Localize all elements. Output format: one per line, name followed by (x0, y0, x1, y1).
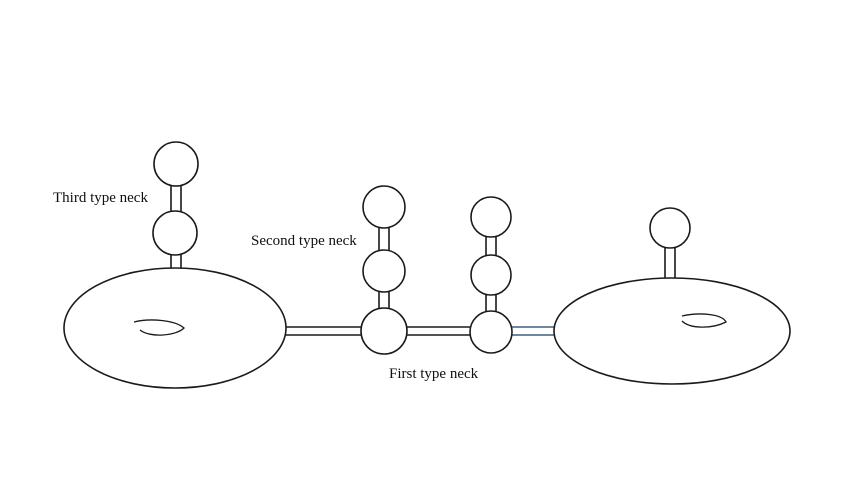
right-body-ellipse (553, 277, 791, 385)
bead-b-on-connector (469, 310, 513, 354)
left-body-nucleus (133, 319, 185, 336)
left-body-ellipse (63, 267, 287, 389)
label-third-type-neck: Third type neck (53, 190, 148, 206)
horizontal-connector-right (512, 326, 558, 336)
third-type-neck-bottom-bead (152, 210, 198, 256)
label-second-type-neck: Second type neck (251, 233, 357, 249)
horizontal-connector-middle (404, 326, 472, 336)
right-body-stalk (664, 246, 676, 278)
bead-a-on-connector (360, 307, 408, 355)
label-first-type-neck: First type neck (389, 366, 479, 382)
third-type-neck-top-bead (153, 141, 199, 187)
second-type-neck-top-bead (362, 185, 406, 229)
bead-column-b-middle-bead (470, 254, 512, 296)
bead-column-b-upper-stalk (485, 234, 497, 258)
horizontal-connector-left (284, 326, 364, 336)
third-type-neck-upper-stalk (170, 182, 182, 214)
right-body-nucleus (681, 313, 727, 328)
second-type-neck-middle-bead (362, 249, 406, 293)
right-body-top-bead (649, 207, 691, 249)
bead-column-b-top-bead (470, 196, 512, 238)
second-type-neck-upper-stalk (378, 224, 390, 254)
